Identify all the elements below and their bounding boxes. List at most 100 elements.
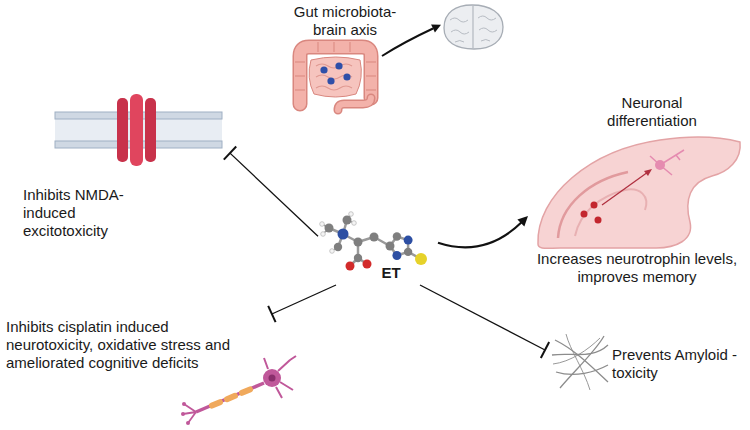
inhibition-bar bbox=[541, 342, 549, 358]
effect-connector bbox=[224, 147, 318, 237]
effect-connector bbox=[268, 285, 336, 322]
text-holder: Neuronal differentiation bbox=[596, 94, 708, 130]
label-text: Inhibits cisplatin induced neurotoxicity… bbox=[6, 318, 246, 372]
hippocampus-illustration-part bbox=[581, 211, 588, 218]
hippocampus-illustration-part bbox=[595, 217, 602, 224]
amyloid-fibrils-part bbox=[555, 340, 608, 382]
molecule-atoms-part bbox=[321, 232, 326, 237]
gut-illustration-part bbox=[300, 47, 371, 104]
hippocampus-illustration bbox=[538, 137, 740, 248]
neuron-illustration-part bbox=[264, 356, 296, 398]
neuron-illustration-part bbox=[196, 383, 264, 412]
label-text: Increases neurotrophin levels, improves … bbox=[530, 250, 744, 286]
amyloid-fibrils-part bbox=[566, 334, 590, 390]
text-holder: Increases neurotrophin levels, improves … bbox=[530, 250, 744, 286]
molecule-atoms-part bbox=[343, 216, 352, 225]
molecule-atoms-part bbox=[352, 221, 357, 226]
molecule-atoms-part bbox=[354, 254, 362, 262]
gut-illustration-part bbox=[338, 98, 371, 110]
nmda-receptor-icon bbox=[117, 94, 156, 166]
neuron-node: Inhibits cisplatin induced neurotoxicity… bbox=[4, 314, 300, 428]
text-holder: ET bbox=[376, 264, 406, 282]
neuron-illustration-part bbox=[263, 369, 281, 387]
molecule-atoms-part bbox=[354, 238, 363, 247]
hippocampus-node: Neuronal differentiationIncreases neurot… bbox=[528, 92, 746, 292]
hippocampus-illustration-part bbox=[602, 172, 648, 205]
gut-illustration bbox=[295, 42, 376, 110]
molecule-atoms-part bbox=[404, 248, 412, 256]
neuron-illustration-part bbox=[269, 375, 276, 382]
nmda-receptor-icon-part bbox=[117, 98, 128, 162]
gut-brain-arrow-part bbox=[382, 29, 433, 57]
neuron-illustration-part bbox=[212, 389, 250, 405]
hippocampus-illustration-part bbox=[591, 202, 598, 209]
molecule-atoms-part bbox=[370, 233, 379, 242]
label-text: Gut microbiota- brain axis bbox=[285, 3, 405, 39]
molecule-atoms-part bbox=[320, 222, 325, 227]
molecule-bonds bbox=[322, 214, 421, 266]
molecule-atoms-part bbox=[415, 253, 427, 265]
brain-illustration bbox=[444, 5, 503, 49]
molecule-atoms-part bbox=[349, 212, 354, 217]
label-text: Prevents Amyloid - toxicity bbox=[612, 346, 744, 382]
text-holder: Prevents Amyloid - toxicity bbox=[612, 346, 744, 382]
hippocampus-illustration-part bbox=[650, 150, 684, 175]
gut-illustration-part bbox=[343, 73, 350, 80]
nmda-receptor-icon-part bbox=[130, 94, 143, 166]
effect-connector bbox=[420, 285, 549, 358]
connector-line bbox=[438, 222, 522, 247]
text-holder: Gut microbiota- brain axis bbox=[285, 3, 405, 39]
gut-illustration-part bbox=[338, 98, 371, 110]
inhibition-bar bbox=[224, 147, 236, 160]
label-text: ET bbox=[376, 264, 406, 282]
molecule-atoms bbox=[320, 212, 427, 271]
inhibition-bar bbox=[268, 306, 275, 322]
molecule-atoms-part bbox=[393, 232, 401, 240]
label-text: Inhibits NMDA- induced excitotoxicity bbox=[23, 186, 143, 240]
molecule-bonds-part bbox=[322, 214, 354, 251]
molecule-atoms-part bbox=[334, 243, 342, 251]
connector-line bbox=[420, 285, 545, 350]
amyloid-fibrils-part bbox=[553, 338, 600, 364]
hippocampus-illustration-part bbox=[575, 189, 646, 236]
gut-brain-arrow bbox=[382, 24, 441, 56]
gut-illustration-part bbox=[335, 62, 342, 69]
neuron-illustration-part bbox=[182, 402, 186, 406]
molecule-bonds-part bbox=[329, 220, 390, 266]
gut-illustration-part bbox=[309, 57, 361, 97]
text-holder: Inhibits cisplatin induced neurotoxicity… bbox=[6, 318, 246, 372]
amyloid-fibrils bbox=[552, 334, 608, 390]
molecule-atoms-part bbox=[392, 251, 401, 260]
molecule-atoms-part bbox=[346, 262, 355, 271]
effect-connector bbox=[438, 216, 528, 247]
molecule-atoms-part bbox=[404, 236, 413, 245]
gut-illustration-part bbox=[300, 47, 371, 104]
brain-illustration-part bbox=[444, 5, 503, 49]
brain-illustration-part bbox=[450, 16, 497, 42]
neuron-illustration-part bbox=[183, 404, 196, 423]
molecule-atoms-part bbox=[330, 249, 335, 254]
label-text: Neuronal differentiation bbox=[596, 94, 708, 130]
nmda-receptor-icon-part bbox=[145, 98, 156, 162]
gut-illustration-part bbox=[320, 66, 327, 73]
gut-illustration-part bbox=[316, 64, 352, 90]
amyloid-fibrils-part bbox=[560, 336, 604, 388]
molecule-atoms-part bbox=[363, 260, 372, 269]
neuron-illustration-part bbox=[181, 412, 185, 416]
hippocampus-illustration-part bbox=[558, 172, 628, 238]
neuron-illustration-part bbox=[186, 421, 190, 425]
gut-illustration-part bbox=[327, 77, 334, 84]
molecule-atoms-part bbox=[338, 229, 349, 240]
hippocampus-illustration-part bbox=[655, 160, 665, 170]
molecule-node: ET bbox=[318, 220, 438, 285]
molecule-atoms-part bbox=[386, 242, 395, 251]
arrow-head bbox=[517, 216, 528, 227]
connector-line bbox=[230, 153, 318, 236]
gut-brain-arrow-part bbox=[431, 24, 441, 32]
connector-line bbox=[272, 285, 336, 314]
nmda-node: Inhibits NMDA- induced excitotoxicity bbox=[15, 98, 230, 243]
hippocampus-illustration-part bbox=[644, 169, 652, 176]
amyloid-node: Prevents Amyloid - toxicity bbox=[545, 322, 746, 402]
hippocampus-illustration-part bbox=[538, 137, 740, 248]
